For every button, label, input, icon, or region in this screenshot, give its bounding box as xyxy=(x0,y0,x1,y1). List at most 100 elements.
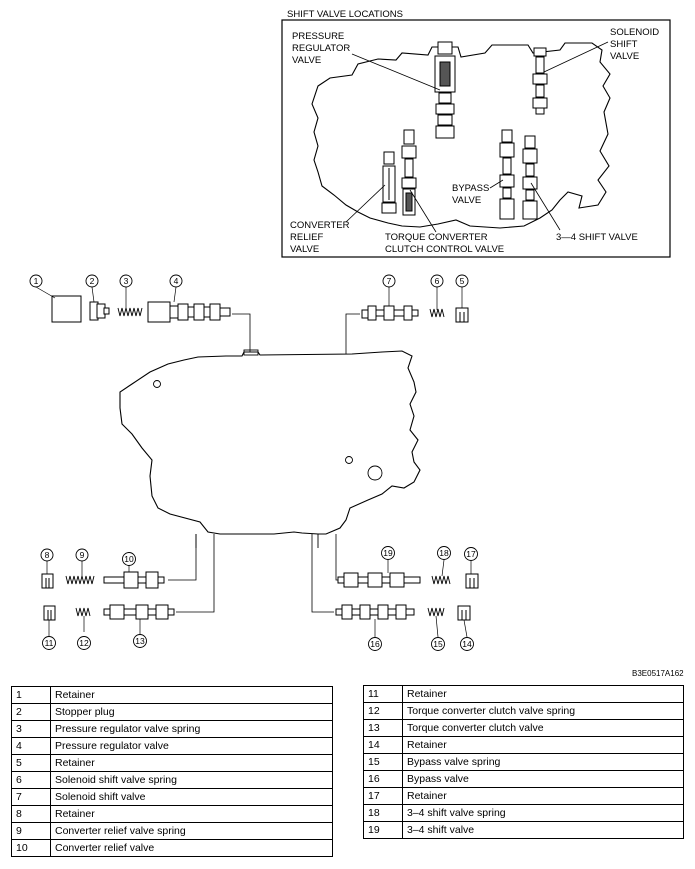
label-torque-converter-2: CLUTCH CONTROL VALVE xyxy=(385,244,504,255)
callout-2: 2 xyxy=(85,274,99,288)
part-retainer-8 xyxy=(41,573,54,589)
inset-frame xyxy=(281,19,671,258)
part-name: Retainer xyxy=(402,787,684,805)
part-name: 3–4 shift valve spring xyxy=(402,804,684,822)
callout-13-text: 13 xyxy=(135,636,145,646)
callout-10: 10 xyxy=(122,552,136,566)
callout-15-text: 15 xyxy=(433,639,443,649)
part-retainer-5 xyxy=(455,307,469,323)
callout-18: 18 xyxy=(437,546,451,560)
inset-valve-body-outline xyxy=(311,42,611,229)
part-retainer-17 xyxy=(465,573,479,589)
part-stopper-plug-2 xyxy=(89,301,110,321)
part-number: 4 xyxy=(11,737,51,755)
label-converter-relief-1: CONVERTER xyxy=(290,220,350,231)
label-converter-relief-3: VALVE xyxy=(290,244,319,255)
part-name: Bypass valve xyxy=(402,770,684,788)
part-name: Pressure regulator valve xyxy=(50,737,333,755)
part-name: 3–4 shift valve xyxy=(402,821,684,839)
callout-19: 19 xyxy=(381,546,395,560)
part-number: 9 xyxy=(11,822,51,840)
callout-7: 7 xyxy=(382,274,396,288)
part-spring-6 xyxy=(429,308,445,318)
part-pressure-regulator-valve-4 xyxy=(147,301,231,323)
inset-pressure-regulator-valve xyxy=(434,41,456,139)
inset-solenoid-shift-valve xyxy=(532,47,548,115)
callout-11-text: 11 xyxy=(45,638,54,648)
part-number: 5 xyxy=(11,754,51,772)
label-pressure-regulator-3: VALVE xyxy=(292,55,321,66)
part-name: Torque converter clutch valve spring xyxy=(402,702,684,720)
label-torque-converter-1: TORQUE CONVERTER xyxy=(385,232,488,243)
callout-2-text: 2 xyxy=(90,276,95,286)
callout-14: 14 xyxy=(460,637,474,651)
label-solenoid-shift-1: SOLENOID xyxy=(610,27,659,38)
callout-13: 13 xyxy=(133,634,147,648)
part-solenoid-shift-valve-7 xyxy=(361,305,419,321)
callout-17: 17 xyxy=(464,547,478,561)
callout-4-text: 4 xyxy=(174,276,179,286)
inset-leader-lines xyxy=(345,41,609,233)
callout-19-text: 19 xyxy=(383,548,393,558)
label-pressure-regulator-1: PRESSURE xyxy=(292,31,344,42)
part-number: 3 xyxy=(11,720,51,738)
callout-leaders xyxy=(35,286,472,638)
part-number: 6 xyxy=(11,771,51,789)
part-number: 17 xyxy=(363,787,403,805)
inset-bypass-valve xyxy=(499,129,515,220)
label-bypass-2: VALVE xyxy=(452,195,481,206)
part-name: Retainer xyxy=(50,805,333,823)
part-spring-12 xyxy=(75,607,91,617)
part-spring-18 xyxy=(431,575,451,585)
label-3-4-shift-valve: 3—4 SHIFT VALVE xyxy=(556,232,638,243)
callout-15: 15 xyxy=(431,637,445,651)
part-converter-relief-valve-10 xyxy=(103,571,165,589)
part-retainer-1 xyxy=(51,295,82,323)
callout-4: 4 xyxy=(169,274,183,288)
part-number: 8 xyxy=(11,805,51,823)
callout-7-text: 7 xyxy=(387,276,392,286)
part-name: Retainer xyxy=(402,685,684,703)
part-name: Solenoid shift valve spring xyxy=(50,771,333,789)
callout-9: 9 xyxy=(75,548,89,562)
part-number: 13 xyxy=(363,719,403,737)
part-bypass-valve-16 xyxy=(335,604,415,620)
label-bypass-1: BYPASS xyxy=(452,183,489,194)
part-number: 10 xyxy=(11,839,51,857)
part-3-4-shift-valve-19 xyxy=(337,572,421,588)
callout-8-text: 8 xyxy=(45,550,50,560)
callout-11: 11 xyxy=(42,636,56,650)
part-name: Torque converter clutch valve xyxy=(402,719,684,737)
part-retainer-11 xyxy=(43,605,56,621)
figure-code: B3E0517A162 xyxy=(632,669,684,678)
callout-12: 12 xyxy=(77,636,91,650)
callout-6: 6 xyxy=(430,274,444,288)
part-name: Retainer xyxy=(50,754,333,772)
part-number: 2 xyxy=(11,703,51,721)
valve-body-ports xyxy=(195,349,319,548)
part-name: Retainer xyxy=(50,686,333,704)
part-name: Pressure regulator valve spring xyxy=(50,720,333,738)
callout-10-text: 10 xyxy=(124,554,134,564)
callout-16-text: 16 xyxy=(370,639,380,649)
part-number: 19 xyxy=(363,821,403,839)
part-name: Retainer xyxy=(402,736,684,754)
callout-3: 3 xyxy=(119,274,133,288)
callout-5: 5 xyxy=(455,274,469,288)
label-pressure-regulator-2: REGULATOR xyxy=(292,43,350,54)
